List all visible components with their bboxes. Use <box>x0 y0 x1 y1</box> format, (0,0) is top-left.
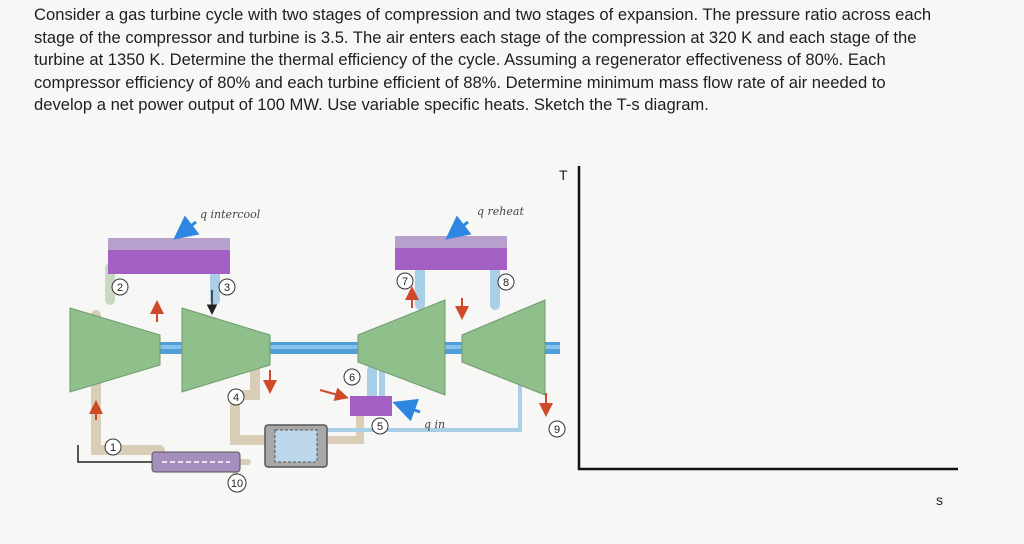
intercool-arrow <box>173 215 200 240</box>
ts-x-axis-label: s <box>936 492 943 508</box>
state-5: 5 <box>371 417 389 435</box>
regenerator <box>264 424 328 468</box>
svg-text:2: 2 <box>117 282 123 294</box>
reheat-arrow <box>445 215 472 240</box>
svg-text:7: 7 <box>402 276 408 288</box>
svg-text:5: 5 <box>377 421 383 433</box>
svg-text:9: 9 <box>554 424 560 436</box>
combustor <box>350 396 392 416</box>
svg-text:6: 6 <box>349 372 355 384</box>
state-8: 8 <box>497 273 515 291</box>
state-7: 7 <box>396 272 414 290</box>
problem-line-2: stage of the compressor and turbine is 3… <box>34 27 917 47</box>
svg-text:10: 10 <box>231 478 243 490</box>
q-intercool-label: q intercool <box>200 208 261 221</box>
turbine-1 <box>357 299 446 396</box>
compressor-2 <box>181 307 271 393</box>
intercooler <box>108 238 230 274</box>
turbine-2 <box>461 299 546 396</box>
heat-in-arrow <box>392 398 421 422</box>
state-4: 4 <box>227 388 245 406</box>
problem-line-5: develop a net power output of 100 MW. Us… <box>34 95 709 115</box>
ts-y-axis-label: T <box>559 167 568 183</box>
ts-diagram: T s <box>559 166 958 508</box>
state-10: 10 <box>227 473 247 493</box>
state-markers: 1 2 3 4 5 6 7 8 9 10 <box>104 272 566 493</box>
compressor-1 <box>69 307 161 393</box>
problem-line-1: Consider a gas turbine cycle with two st… <box>34 5 932 24</box>
state-9: 9 <box>548 420 566 438</box>
fuel-arrow <box>319 387 349 402</box>
problem-statement: Consider a gas turbine cycle with two st… <box>34 4 999 117</box>
state-1: 1 <box>104 438 122 456</box>
state-6: 6 <box>343 368 361 386</box>
q-reheat-label: q reheat <box>477 205 524 218</box>
q-in-label: q in <box>424 418 445 431</box>
problem-line-3: turbine at 1350 K. Determine the thermal… <box>34 50 886 70</box>
state-3: 3 <box>218 278 236 296</box>
svg-text:4: 4 <box>233 392 239 404</box>
state-2: 2 <box>111 278 129 296</box>
problem-line-4: compressor efficiency of 80% and each tu… <box>34 72 886 92</box>
svg-text:1: 1 <box>110 442 116 454</box>
reheater <box>395 236 507 270</box>
inlet-duct <box>77 445 241 473</box>
svg-text:3: 3 <box>224 282 230 294</box>
svg-text:8: 8 <box>503 277 509 289</box>
